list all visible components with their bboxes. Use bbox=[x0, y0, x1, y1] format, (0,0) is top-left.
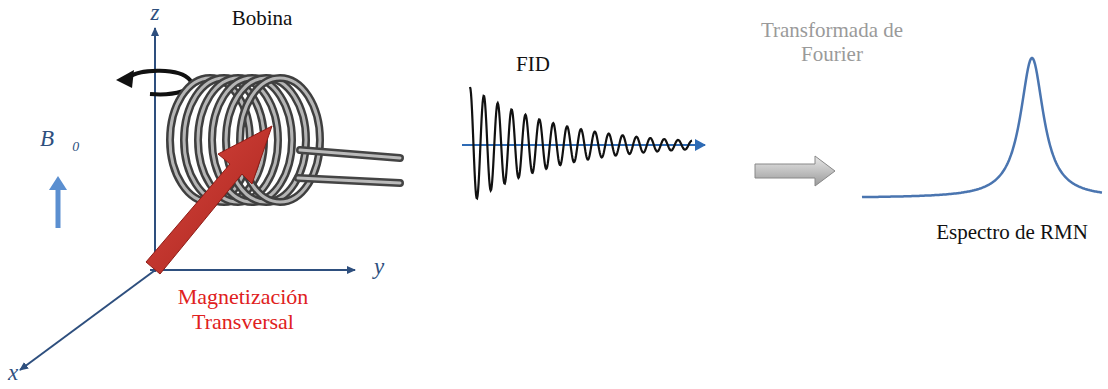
z-axis bbox=[154, 28, 156, 272]
b0-arrow bbox=[56, 188, 61, 228]
b0-arrowhead bbox=[49, 176, 67, 190]
coil-lead bbox=[300, 150, 400, 158]
spectrum-label: Espectro de RMN bbox=[936, 220, 1088, 244]
magnetization-arrow bbox=[146, 126, 272, 274]
axis-label: x bbox=[8, 360, 18, 386]
coil-lead bbox=[298, 178, 400, 183]
y-axis bbox=[150, 269, 355, 271]
nmr-spectrum bbox=[862, 58, 1102, 197]
coil-label: Bobina bbox=[232, 6, 293, 30]
magnetization-label: Magnetización Transversal bbox=[168, 284, 318, 335]
transform-label: Transformada de Fourier bbox=[757, 18, 907, 66]
rotation-arrowhead bbox=[116, 70, 134, 88]
coil-lead bbox=[300, 150, 400, 158]
axis-label: y bbox=[374, 254, 384, 280]
axis-label: z bbox=[151, 0, 160, 26]
fid-signal bbox=[470, 87, 692, 198]
coil-lead bbox=[298, 178, 400, 183]
fourier-arrow bbox=[755, 156, 835, 186]
x-axis bbox=[20, 268, 158, 370]
field-label: B⃗₀ bbox=[40, 126, 80, 152]
signal-label: FID bbox=[516, 52, 550, 76]
